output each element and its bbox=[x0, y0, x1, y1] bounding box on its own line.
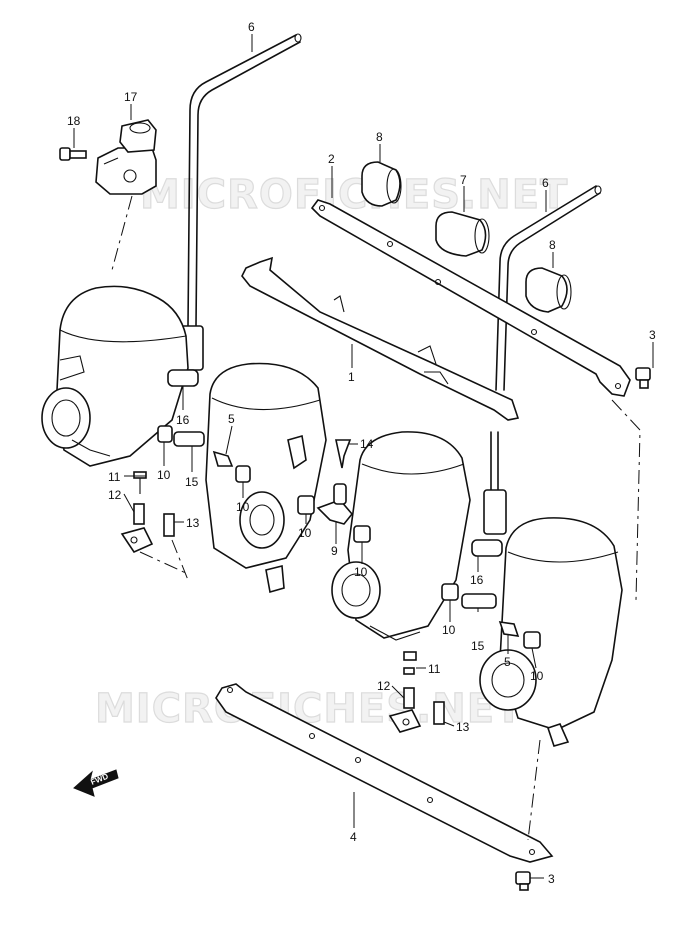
callout-10-f: 10 bbox=[530, 669, 544, 683]
callout-17: 17 bbox=[124, 90, 138, 104]
small-bracket-right bbox=[388, 651, 445, 733]
carburetor-1 bbox=[41, 285, 189, 467]
vent-pipe-right bbox=[483, 185, 602, 535]
sleeve-8-lower bbox=[525, 267, 572, 313]
callout-9: 9 bbox=[331, 544, 338, 558]
callout-11-left: 11 bbox=[108, 470, 121, 484]
callout-10-d: 10 bbox=[354, 565, 368, 579]
sleeve-8-upper bbox=[361, 161, 402, 207]
watermark-bottom: MICROFICHES.NET bbox=[95, 686, 523, 732]
callout-numbers: 6 17 18 8 2 7 6 8 3 1 16 5 14 10 15 11 1… bbox=[67, 20, 656, 886]
callout-3-upper: 3 bbox=[649, 328, 656, 342]
carburetor-4 bbox=[479, 517, 623, 747]
callout-6-left: 6 bbox=[248, 20, 255, 34]
carburetor-3 bbox=[331, 431, 471, 641]
callout-13-right: 13 bbox=[456, 720, 470, 734]
fittings bbox=[157, 425, 541, 649]
callout-16-right: 16 bbox=[470, 573, 484, 587]
callout-16-left: 16 bbox=[176, 413, 190, 427]
callout-10-b: 10 bbox=[236, 500, 250, 514]
callout-15-right: 15 bbox=[471, 639, 485, 653]
pipe-joint-left bbox=[167, 369, 199, 387]
sleeve-7 bbox=[435, 211, 490, 257]
callout-5-left: 5 bbox=[228, 412, 235, 426]
small-bracket-left bbox=[120, 471, 189, 575]
callout-5-right: 5 bbox=[504, 655, 511, 669]
callout-6-right: 6 bbox=[542, 176, 549, 190]
callout-8-lower: 8 bbox=[549, 238, 556, 252]
callout-14: 14 bbox=[360, 437, 374, 451]
fwd-arrow-icon: FWD bbox=[73, 769, 119, 797]
watermark-top: MICROFICHES.NET bbox=[140, 172, 568, 218]
bracket-plate-bottom bbox=[215, 683, 554, 863]
callout-3-lower: 3 bbox=[548, 872, 555, 886]
bolt-upper bbox=[635, 367, 651, 389]
callout-10-c: 10 bbox=[298, 526, 312, 540]
leader-lines bbox=[73, 34, 654, 879]
callout-4: 4 bbox=[350, 830, 357, 844]
callout-1: 1 bbox=[348, 370, 355, 384]
callout-13-left: 13 bbox=[186, 516, 200, 530]
callout-10-e: 10 bbox=[442, 623, 456, 637]
callout-7: 7 bbox=[460, 173, 467, 187]
callout-11-right: 11 bbox=[428, 662, 441, 676]
bolt-lower bbox=[515, 871, 531, 891]
callout-12-left: 12 bbox=[108, 488, 122, 502]
carburetor-2 bbox=[205, 362, 327, 594]
callout-10-a: 10 bbox=[157, 468, 171, 482]
callout-15-left: 15 bbox=[185, 475, 199, 489]
bracket-plate-lower bbox=[241, 256, 520, 421]
callout-12-right: 12 bbox=[377, 679, 391, 693]
sensor-screw bbox=[59, 147, 87, 161]
pipe-joint-right bbox=[471, 539, 503, 557]
throttle-sensor bbox=[95, 119, 157, 195]
bracket-plate-upper bbox=[310, 199, 631, 397]
callout-8-upper: 8 bbox=[376, 130, 383, 144]
callout-18: 18 bbox=[67, 114, 81, 128]
callout-2: 2 bbox=[328, 152, 335, 166]
